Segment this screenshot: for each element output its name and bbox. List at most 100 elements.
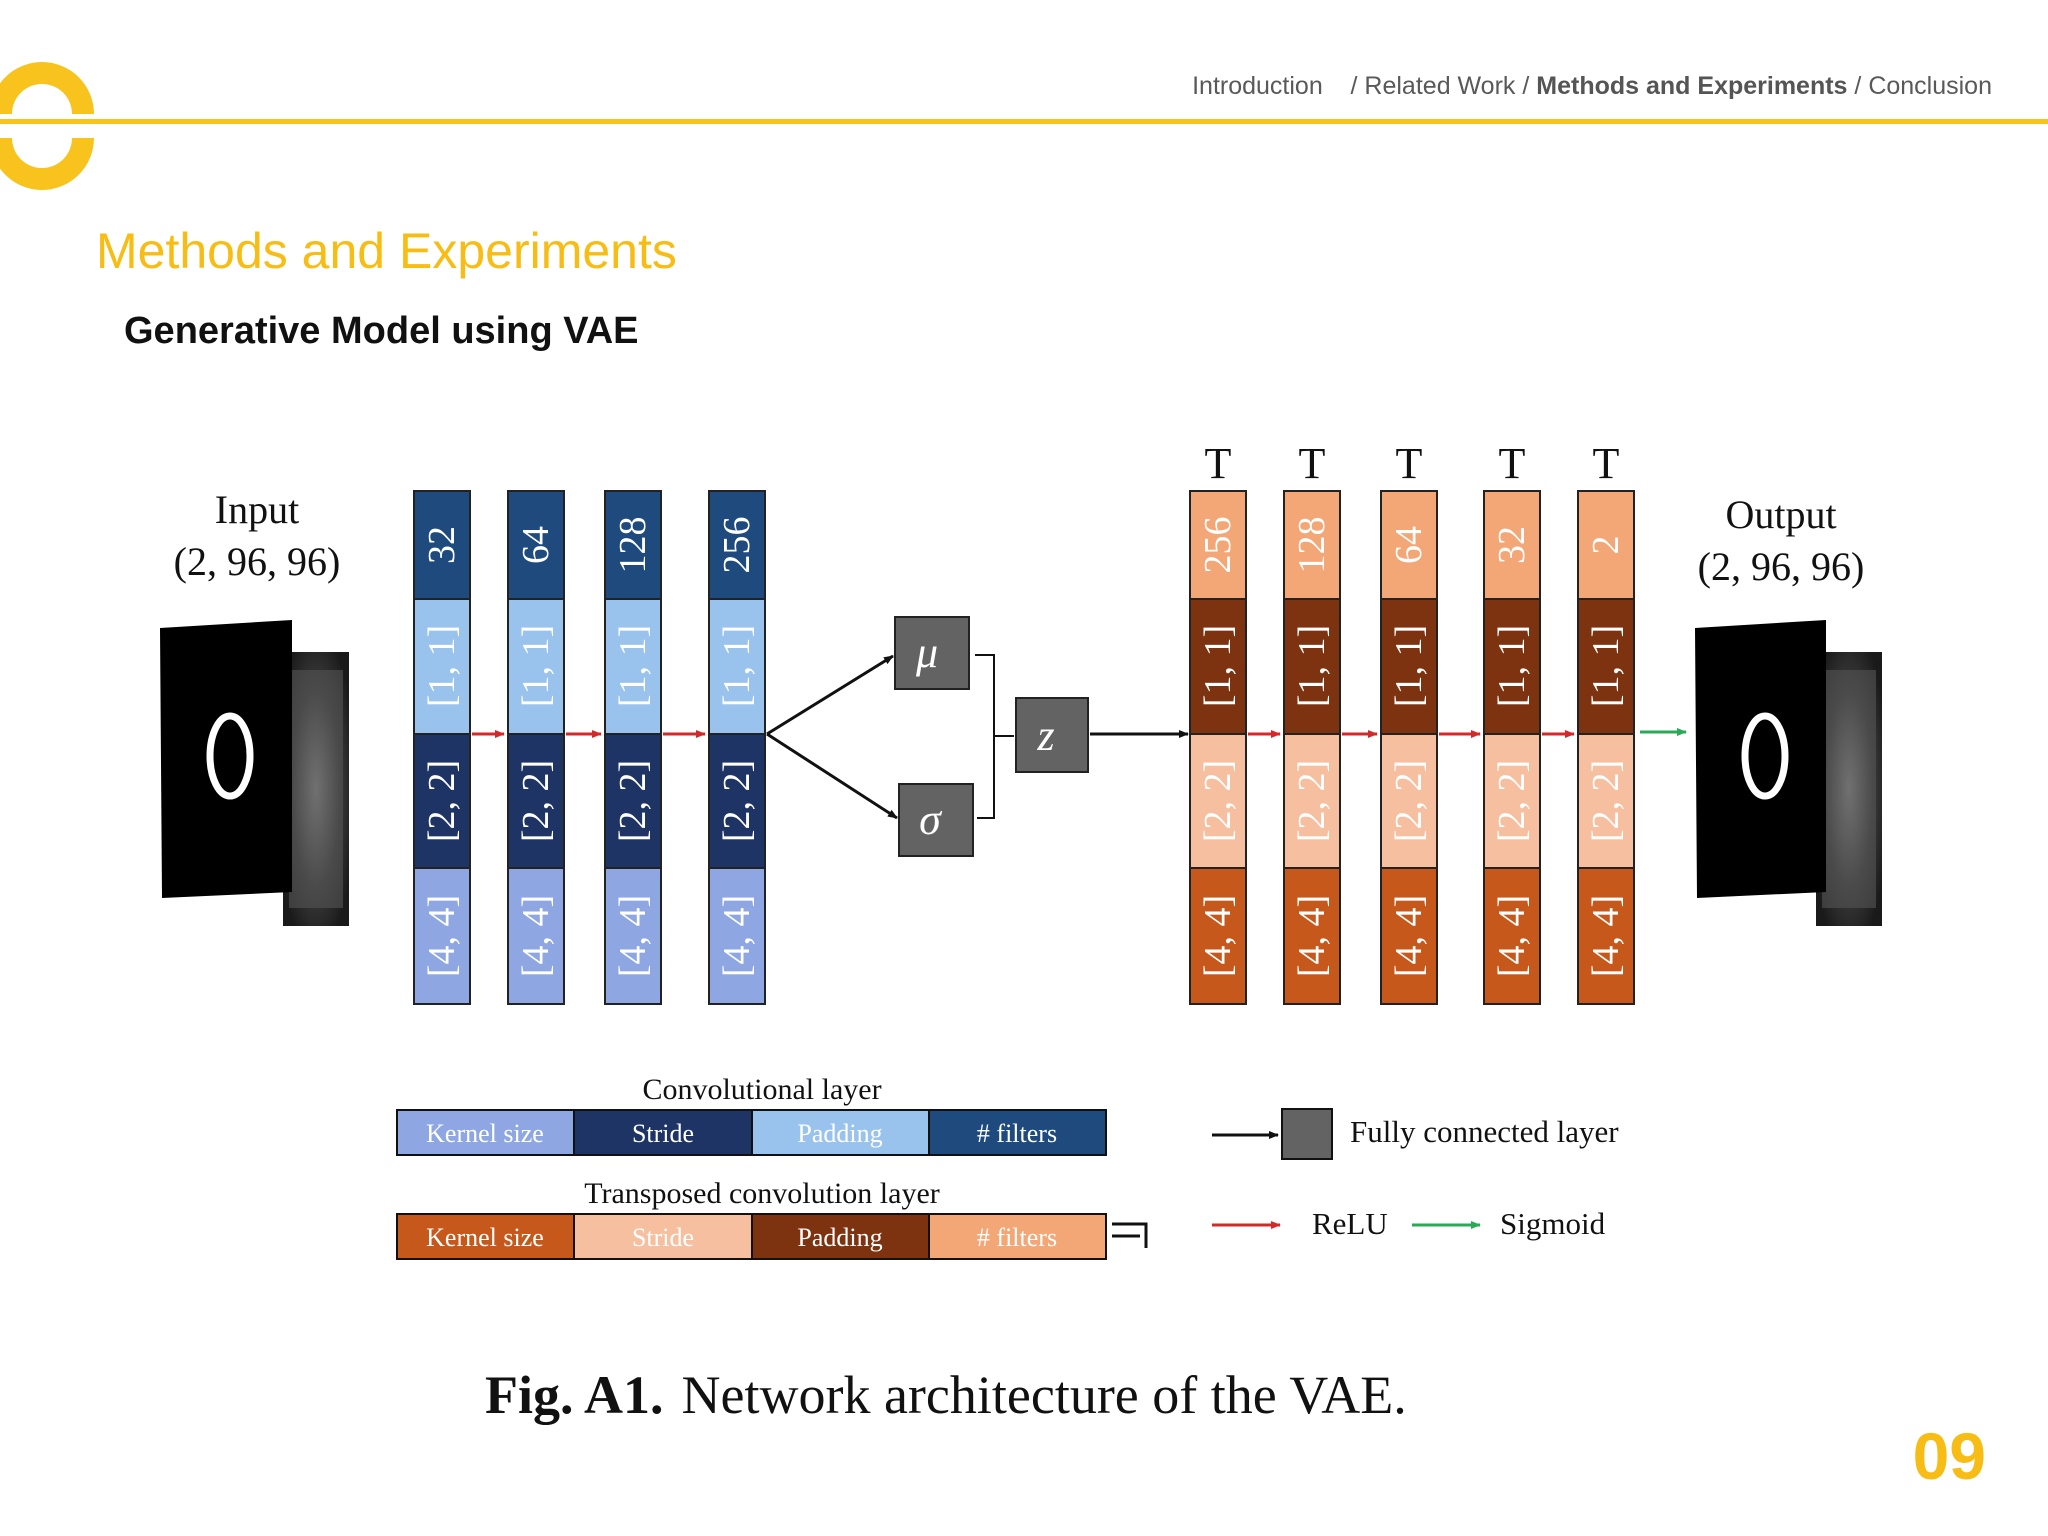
- decoder-kernel: [4, 4]: [1388, 895, 1430, 977]
- encoder-kernel: [4, 4]: [515, 895, 557, 977]
- decoder-layer: T 256 [1, 1] [2, 2] [4, 4]: [1189, 439, 1247, 1005]
- legend-tconv-filters: # filters: [977, 1223, 1057, 1252]
- encoder-layer: 256 [1, 1] [2, 2] [4, 4]: [708, 490, 766, 1005]
- latent-bracket: [975, 654, 1014, 819]
- legend-fc-box: [1281, 1108, 1333, 1160]
- output-images: [1695, 620, 1882, 926]
- output-shape: (2, 96, 96): [1698, 544, 1865, 589]
- encoder-filters: 32: [421, 526, 463, 564]
- encoder-stride: [2, 2]: [421, 760, 463, 842]
- legend-sigmoid-label: Sigmoid: [1500, 1206, 1606, 1241]
- encoder-padding: [1, 1]: [612, 625, 654, 707]
- decoder-kernel: [4, 4]: [1291, 895, 1333, 977]
- figure-caption: Fig. A1. Network architecture of the VAE.: [485, 1365, 1407, 1425]
- legend-conv-stride: Stride: [632, 1119, 694, 1148]
- decoder-filters: 32: [1491, 526, 1533, 564]
- encoder-layer: 128 [1, 1] [2, 2] [4, 4]: [604, 490, 662, 1005]
- z-box: [1015, 697, 1089, 773]
- page-subtitle: Generative Model using VAE: [124, 310, 639, 352]
- decoder-filters: 2: [1585, 536, 1627, 555]
- transpose-mark: T: [1593, 439, 1620, 488]
- decoder-arrows: [1248, 728, 1687, 738]
- encoder-padding: [1, 1]: [716, 625, 758, 707]
- legend-tconv-stride: Stride: [632, 1223, 694, 1252]
- input-shape: (2, 96, 96): [174, 539, 341, 584]
- decoder-stride: [2, 2]: [1291, 760, 1333, 842]
- sigma-box: [898, 783, 974, 857]
- decoder-filters: 256: [1197, 517, 1239, 574]
- transpose-mark: T: [1499, 439, 1526, 488]
- decoder-padding: [1, 1]: [1197, 625, 1239, 707]
- fc-arrow-mu: [766, 654, 894, 736]
- segmentation-ring-icon: [206, 712, 254, 800]
- nav-item-related-work[interactable]: Related Work: [1364, 72, 1516, 100]
- encoder-layer: 32 [1, 1] [2, 2] [4, 4]: [413, 490, 471, 1005]
- decoder-filters: 128: [1291, 517, 1333, 574]
- nav-item-introduction[interactable]: Introduction: [1192, 72, 1323, 100]
- input-label: Input: [215, 487, 299, 532]
- decoder-stride: [2, 2]: [1197, 760, 1239, 842]
- encoder-filters: 64: [515, 526, 557, 564]
- input-images: [160, 620, 349, 926]
- nav-item-conclusion[interactable]: Conclusion: [1868, 72, 1992, 100]
- legend-tconv-title: Transposed convolution layer: [584, 1177, 940, 1210]
- decoder-layer: T 32 [1, 1] [2, 2] [4, 4]: [1483, 439, 1541, 1005]
- decoder-stride: [2, 2]: [1585, 760, 1627, 842]
- z-symbol: z: [1036, 711, 1054, 760]
- decoder-layer: T 64 [1, 1] [2, 2] [4, 4]: [1380, 439, 1438, 1005]
- segmentation-ring-icon: [1741, 712, 1789, 800]
- decoder-kernel: [4, 4]: [1585, 895, 1627, 977]
- decoder-padding: [1, 1]: [1491, 625, 1533, 707]
- legend-fc-label: Fully connected layer: [1350, 1114, 1619, 1149]
- decoder-layer: T 2 [1, 1] [2, 2] [4, 4]: [1577, 439, 1635, 1005]
- legend-tconv-kernel: Kernel size: [426, 1223, 544, 1252]
- nav-separator: /: [1329, 72, 1365, 100]
- logo-icon: [0, 62, 94, 190]
- legend-conv-padding: Padding: [797, 1119, 882, 1148]
- decoder-padding: [1, 1]: [1585, 625, 1627, 707]
- mu-box: [894, 616, 970, 690]
- nav-separator: /: [1522, 72, 1537, 100]
- encoder-kernel: [4, 4]: [421, 895, 463, 977]
- decoder-kernel: [4, 4]: [1491, 895, 1533, 977]
- encoder-padding: [1, 1]: [421, 625, 463, 707]
- transpose-mark-icon: [1112, 1222, 1148, 1248]
- fc-arrow-sigma: [766, 732, 898, 820]
- caption-text: Network architecture of the VAE.: [682, 1365, 1407, 1425]
- legend-tconv-padding: Padding: [797, 1223, 882, 1252]
- encoder-kernel: [4, 4]: [716, 895, 758, 977]
- legend: Convolutional layer Kernel size Stride P…: [396, 1073, 1619, 1260]
- legend-conv-title: Convolutional layer: [642, 1073, 881, 1106]
- nav-separator: /: [1854, 72, 1869, 100]
- encoder-stride: [2, 2]: [716, 760, 758, 842]
- decoder-padding: [1, 1]: [1291, 625, 1333, 707]
- legend-relu-label: ReLU: [1312, 1206, 1388, 1241]
- decoder-filters: 64: [1388, 526, 1430, 564]
- decoder-padding: [1, 1]: [1388, 625, 1430, 707]
- decoder-stride: [2, 2]: [1388, 760, 1430, 842]
- transpose-mark: T: [1396, 439, 1423, 488]
- decoder-kernel: [4, 4]: [1197, 895, 1239, 977]
- page-title: Methods and Experiments: [96, 223, 677, 279]
- encoder-layers: 32 [1, 1] [2, 2] [4, 4] 64 [1, 1] [2, 2]…: [413, 490, 766, 1005]
- legend-conv-kernel: Kernel size: [426, 1119, 544, 1148]
- header-rule: [0, 119, 2048, 124]
- transpose-mark: T: [1299, 439, 1326, 488]
- encoder-padding: [1, 1]: [515, 625, 557, 707]
- transpose-mark: T: [1205, 439, 1232, 488]
- mu-symbol: μ: [915, 628, 938, 677]
- caption-prefix: Fig. A1.: [485, 1365, 664, 1425]
- encoder-layer: 64 [1, 1] [2, 2] [4, 4]: [507, 490, 565, 1005]
- encoder-stride: [2, 2]: [612, 760, 654, 842]
- encoder-stride: [2, 2]: [515, 760, 557, 842]
- breadcrumb-nav: Introduction / Related Work / Methods an…: [1192, 72, 1992, 101]
- legend-conv-filters: # filters: [977, 1119, 1057, 1148]
- output-label: Output: [1725, 492, 1836, 537]
- sigma-symbol: σ: [919, 795, 943, 844]
- latent-block: μ σ z: [766, 616, 1189, 857]
- decoder-stride: [2, 2]: [1491, 760, 1533, 842]
- nav-item-methods[interactable]: Methods and Experiments: [1536, 72, 1848, 100]
- decoder-layers: T 256 [1, 1] [2, 2] [4, 4] T 128 [1, 1] …: [1189, 439, 1635, 1005]
- page-number: 09: [1912, 1419, 1986, 1493]
